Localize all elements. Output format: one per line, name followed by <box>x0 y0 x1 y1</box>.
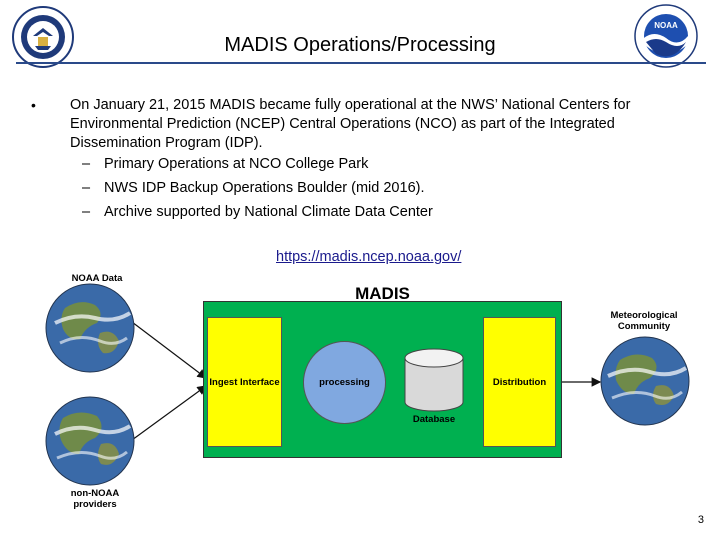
bullet-text: On January 21, 2015 MADIS became fully o… <box>70 97 631 151</box>
processing-label: processing <box>319 377 370 388</box>
noaa-logo: NOAA <box>634 4 698 68</box>
subbullet-item: –Archive supported by National Climate D… <box>82 203 433 222</box>
non-noaa-providers-label: non-NOAA providers <box>70 488 120 510</box>
subbullet-text: Archive supported by National Climate Da… <box>104 204 433 220</box>
processing-circle: processing <box>303 341 386 424</box>
slide-title: MADIS Operations/Processing <box>224 34 496 56</box>
distribution-box: Distribution <box>483 317 556 447</box>
arrow-noaa-to-ingest <box>131 321 207 379</box>
commerce-seal-logo <box>12 6 74 68</box>
earth-globe-community <box>600 336 690 426</box>
database-label: Database <box>412 414 456 425</box>
subbullet-item: –NWS IDP Backup Operations Boulder (mid … <box>82 179 425 198</box>
subbullet-text: NWS IDP Backup Operations Boulder (mid 2… <box>104 180 425 196</box>
subbullet-item: –Primary Operations at NCO College Park <box>82 155 368 174</box>
meteorological-community-label: Meteorological Community <box>610 310 678 332</box>
dash-marker: – <box>82 180 91 196</box>
database-cylinder-icon <box>404 348 464 412</box>
dash-marker: – <box>82 204 91 220</box>
madis-title: MADIS <box>355 284 410 303</box>
arrow-nonnoaa-to-ingest <box>131 385 207 441</box>
distribution-label: Distribution <box>492 376 547 388</box>
earth-globe-non-noaa <box>45 396 135 486</box>
dash-marker: – <box>82 156 91 172</box>
bullet-marker: • <box>31 97 36 113</box>
page-number: 3 <box>697 514 704 526</box>
subbullet-text: Primary Operations at NCO College Park <box>104 156 369 172</box>
noaa-data-label: NOAA Data <box>71 273 123 284</box>
earth-globe-noaa <box>45 283 135 373</box>
ingest-interface-box: Ingest Interface <box>207 317 282 447</box>
ingest-interface-label: Ingest Interface <box>209 376 280 388</box>
madis-link[interactable]: https://madis.ncep.noaa.gov/ <box>276 249 462 265</box>
noaa-logo-text: NOAA <box>654 21 678 30</box>
title-rule <box>16 62 706 64</box>
